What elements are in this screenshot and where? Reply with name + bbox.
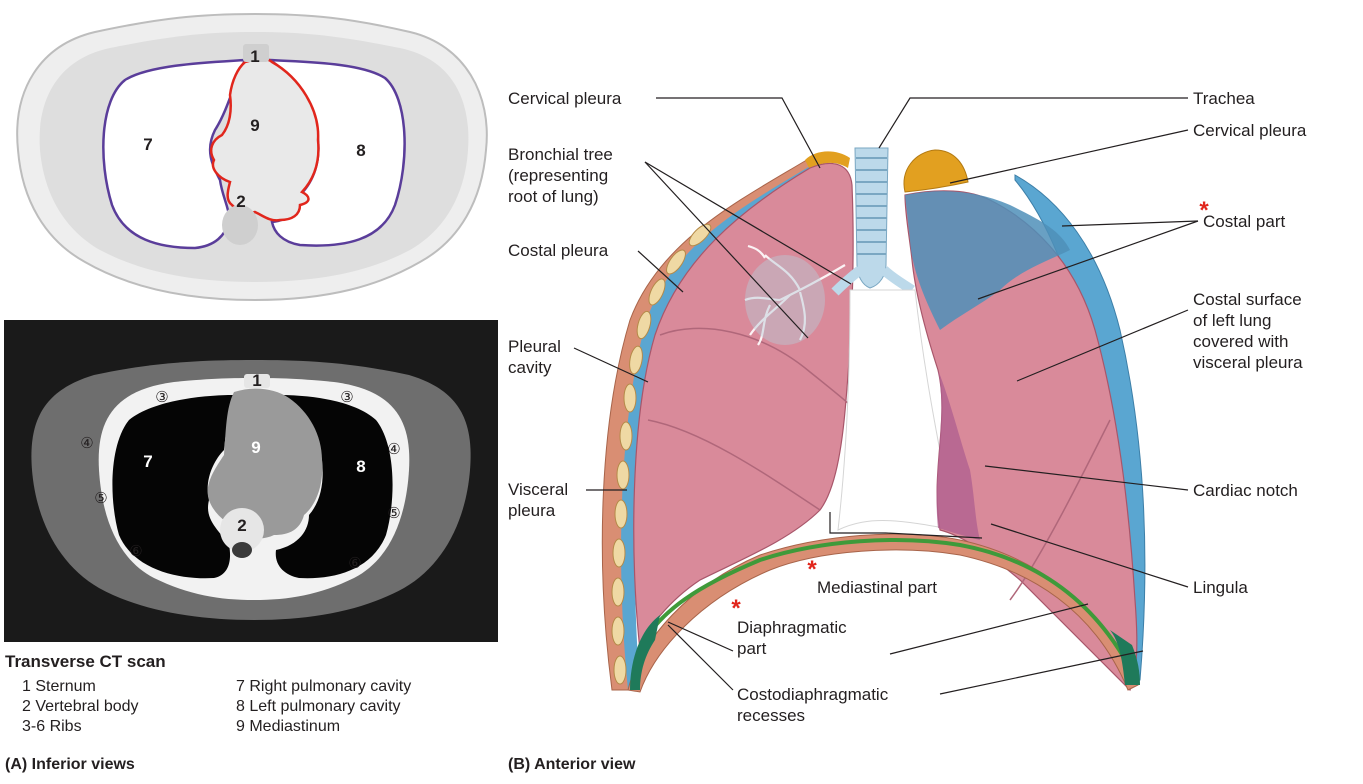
label-diaphragmatic-part: Diaphragmatic part [737, 617, 847, 659]
label-pleural-cavity: Pleural cavity [508, 336, 561, 378]
cervical-pleura-right-shape [904, 150, 968, 192]
label-cervical-pleura-left: Cervical pleura [508, 88, 621, 109]
asterisk-mediastinal-part: * [807, 556, 817, 583]
label-bronchial-tree: Bronchial tree (representing root of lun… [508, 144, 613, 207]
label-costal-surface: Costal surface of left lung covered with… [1193, 289, 1303, 373]
label-cardiac-notch: Cardiac notch [1193, 480, 1298, 501]
label-mediastinal-part: Mediastinal part [817, 577, 937, 598]
label-trachea: Trachea [1193, 88, 1255, 109]
label-costal-pleura: Costal pleura [508, 240, 608, 261]
label-cervical-pleura-right: Cervical pleura [1193, 120, 1306, 141]
label-costal-part: Costal part [1203, 211, 1285, 232]
label-lingula: Lingula [1193, 577, 1248, 598]
panel-b-title: (B) Anterior view [508, 756, 635, 774]
label-visceral-pleura: Visceral pleura [508, 479, 568, 521]
bronchial-root-shadow [745, 255, 825, 345]
label-costodiaphragmatic-recesses: Costodiaphragmatic recesses [737, 684, 888, 726]
